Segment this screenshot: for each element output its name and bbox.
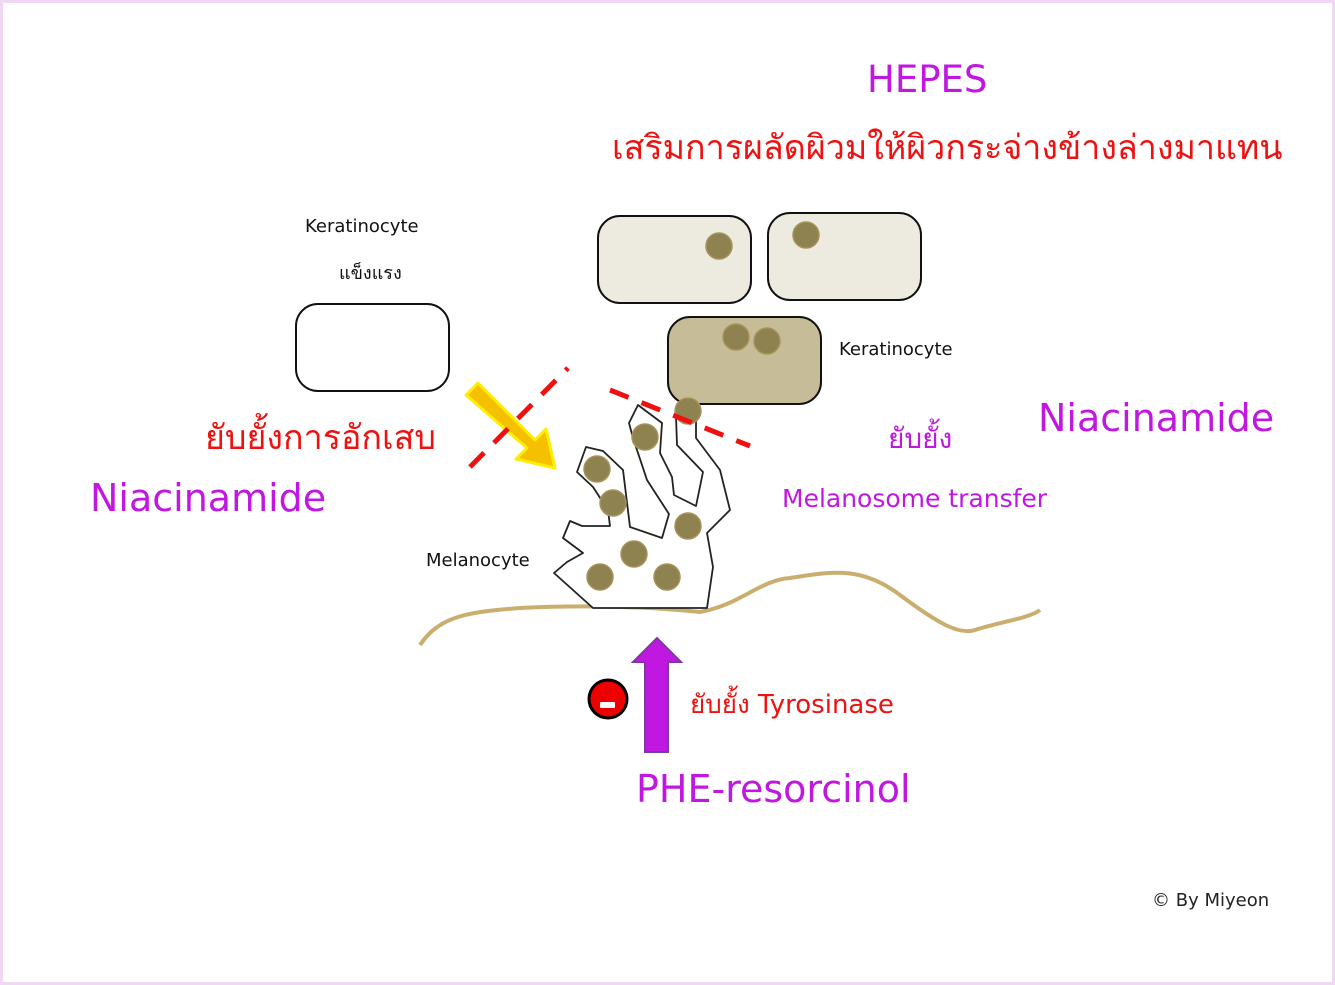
- melanosome: [792, 221, 820, 249]
- keratinocyte-right-label: Keratinocyte: [839, 339, 953, 360]
- inflammation-arrow: [464, 381, 557, 470]
- inhibit-minus-icon: [587, 678, 629, 720]
- inhibit-transfer-label: ยับยั้ง: [888, 422, 953, 455]
- keratinocyte-left-label: Keratinocyte: [305, 216, 419, 237]
- block-line-left: [468, 366, 570, 469]
- melanosome: [583, 455, 611, 483]
- melanosome: [631, 423, 659, 451]
- inflammation-label: ยับยั้งการอักเสบ: [205, 418, 436, 458]
- block-line-right: [609, 387, 751, 449]
- melanosome: [620, 540, 648, 568]
- phe-resorcinol-arrow: [630, 636, 684, 753]
- hepes-effect-text: เสริมการผลัดผิวมให้ผิวกระจ่างข้างล่างมาแ…: [612, 128, 1283, 168]
- basement-membrane: [418, 570, 1042, 647]
- hepes-title: HEPES: [867, 58, 988, 101]
- keratinocyte-left-sub: แข็งแรง: [339, 263, 402, 284]
- keratinocyte-cell-dark: [667, 316, 822, 405]
- melanocyte-label: Melanocyte: [426, 550, 530, 571]
- keratinocyte-cell-1: [597, 215, 752, 304]
- niacinamide-left: Niacinamide: [90, 476, 327, 520]
- inhibit-tyrosinase-label: ยับยั้ง Tyrosinase: [690, 690, 894, 720]
- keratinocyte-cell-2: [767, 212, 922, 301]
- melanosome: [753, 327, 781, 355]
- copyright-text: © By Miyeon: [1152, 890, 1270, 911]
- melanosome: [599, 489, 627, 517]
- melanosome-transfer-label: Melanosome transfer: [782, 484, 1048, 513]
- melanosome: [586, 563, 614, 591]
- keratinocyte-left-cell: [295, 303, 450, 392]
- melanosome: [674, 512, 702, 540]
- melanosome: [653, 563, 681, 591]
- melanosome: [722, 323, 750, 351]
- melanosome: [705, 232, 733, 260]
- niacinamide-right: Niacinamide: [1038, 396, 1275, 440]
- phe-resorcinol-label: PHE-resorcinol: [636, 767, 911, 811]
